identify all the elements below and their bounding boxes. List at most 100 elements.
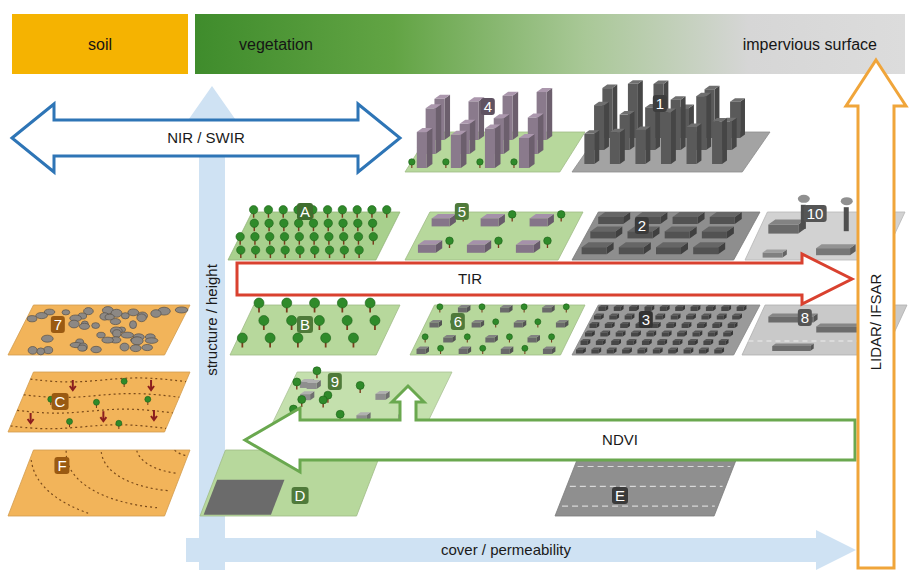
tree-crown (310, 298, 320, 308)
stone (175, 307, 188, 313)
tree-crown (336, 410, 344, 418)
building (598, 305, 608, 311)
building-roof (417, 347, 430, 350)
tree-crown (121, 378, 127, 384)
tree (319, 396, 327, 408)
building-front (582, 247, 607, 254)
tree (368, 206, 376, 218)
tile-illustration (405, 194, 583, 260)
tree (368, 219, 376, 231)
building-roof (712, 118, 727, 122)
tree-crown (370, 316, 380, 326)
tree-crown (365, 298, 375, 308)
tree (325, 246, 333, 258)
building-front (703, 341, 710, 345)
building-roof (598, 212, 630, 217)
tree (323, 206, 331, 218)
callout-number: E (612, 487, 628, 504)
building-roof (671, 96, 686, 100)
tree (309, 219, 317, 231)
tree (67, 419, 73, 428)
text-holder: 2 (635, 217, 649, 235)
building (691, 305, 701, 311)
building (481, 214, 505, 227)
building-front (616, 333, 623, 337)
runoff-arrow (70, 380, 76, 390)
building-roof (494, 114, 510, 118)
building-front (702, 231, 727, 238)
cover-permeability-axis: cover / permeability (186, 530, 856, 570)
building (576, 348, 586, 354)
building-roof (703, 339, 713, 341)
tree (310, 232, 318, 244)
callout-number: 4 (481, 98, 495, 115)
building (673, 339, 683, 345)
building-roof (702, 226, 734, 231)
building-front (610, 132, 620, 164)
text-holder: 3 (639, 311, 653, 329)
building (614, 305, 624, 311)
callout-number: 2 (635, 217, 649, 234)
tree (324, 219, 332, 231)
stone (62, 310, 70, 315)
building-front (660, 307, 667, 311)
building-front (712, 121, 722, 164)
building-front (629, 307, 636, 311)
building-side (495, 125, 501, 168)
building-side (697, 124, 702, 164)
stone (28, 346, 37, 354)
building-front (686, 316, 693, 320)
tile-illustration (8, 297, 190, 355)
building (432, 214, 456, 227)
compact-lowrise-tile: 3 (572, 297, 760, 355)
tree-crown (368, 219, 376, 227)
tree (313, 367, 321, 379)
building (451, 131, 467, 168)
building-roof (300, 391, 314, 394)
callout-number: F (54, 457, 69, 474)
building-roof (582, 242, 614, 247)
building-roof (519, 134, 535, 138)
building-roof (625, 314, 635, 316)
building-front (594, 316, 601, 320)
building (417, 128, 433, 168)
tree-crown (443, 159, 449, 165)
building (485, 335, 498, 343)
building-roof (610, 129, 625, 133)
building-front (530, 218, 548, 226)
building (607, 348, 617, 354)
tree (557, 211, 565, 222)
building-roof (458, 305, 471, 308)
building-front (519, 138, 529, 168)
building-front (501, 349, 510, 354)
building-front (772, 346, 810, 351)
building-roof (710, 212, 742, 217)
building-roof (616, 331, 626, 333)
building-front (611, 341, 618, 345)
building-roof (596, 339, 606, 341)
building-roof (691, 305, 701, 307)
tree-crown (493, 319, 499, 325)
stone (37, 348, 45, 355)
callout-number: C (52, 393, 69, 410)
tile-illustration (8, 372, 190, 432)
building (596, 339, 606, 345)
tree-crown (325, 246, 333, 254)
building-roof (514, 320, 527, 323)
building-side (470, 120, 476, 154)
building-front (429, 323, 438, 328)
arrow-outline (186, 530, 856, 570)
building-roof (706, 305, 716, 307)
building-roof (605, 322, 615, 324)
building-front (591, 350, 598, 354)
smoke (798, 195, 810, 203)
tree-crown (339, 232, 347, 240)
tree (354, 232, 362, 244)
building-front (717, 316, 724, 320)
tree (464, 334, 470, 343)
building-front (668, 350, 675, 354)
tree-crown (325, 232, 333, 240)
building (692, 331, 702, 337)
tree-crown (368, 206, 376, 214)
runoff-line (11, 425, 167, 429)
